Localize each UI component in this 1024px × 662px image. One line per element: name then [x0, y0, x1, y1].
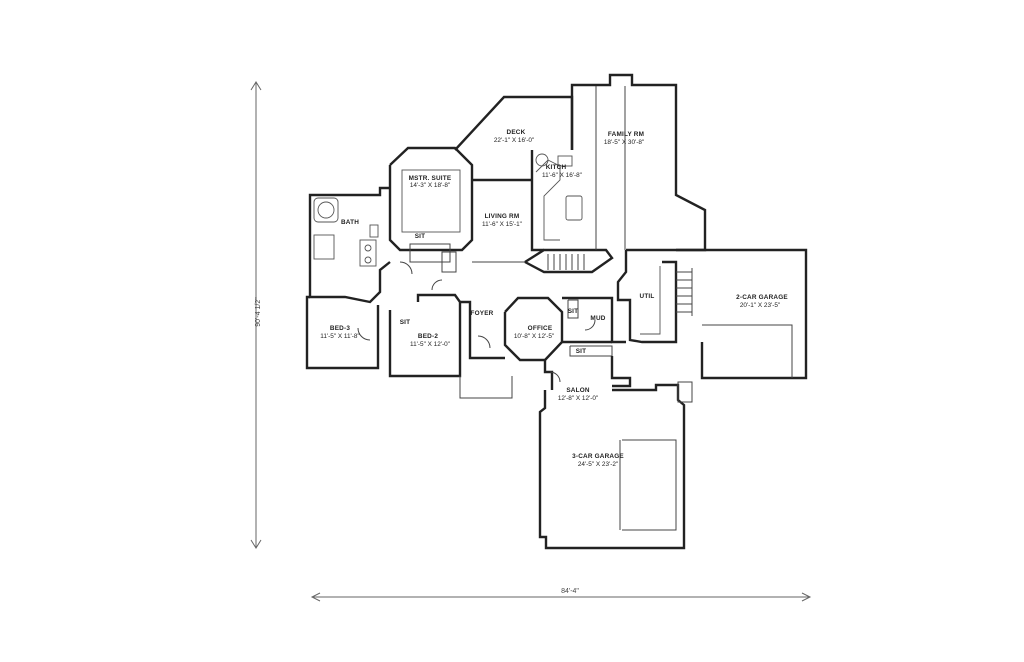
door-swing — [584, 319, 596, 331]
exterior-walls — [305, 73, 808, 550]
foyer-label: FOYER — [470, 310, 493, 317]
bed2-label: BED-2 — [418, 333, 438, 340]
master-closet — [409, 243, 451, 263]
overall-depth-label: 90'-4 1/2" — [255, 297, 262, 327]
kitchen-label: KITCH — [546, 164, 567, 171]
stair-outline — [524, 248, 614, 274]
door-swing — [477, 335, 491, 349]
bath-label: BATH — [341, 219, 359, 226]
foyer-outline — [460, 300, 505, 360]
bed3-label: BED-3 — [330, 325, 350, 332]
two-car-garage-outline — [676, 248, 808, 380]
shower — [313, 234, 335, 260]
porch-outline — [459, 376, 513, 399]
three-car-garage-outline — [538, 383, 686, 550]
master-suite-label: MSTR. SUITE — [409, 175, 452, 182]
bed3-outline — [305, 295, 380, 370]
salon-label: SALON — [566, 387, 590, 394]
bath-outline — [308, 186, 391, 304]
mud-upper-closet-label: SIT — [568, 308, 579, 315]
three-car-garage-label: 3-CAR GARAGE — [572, 453, 624, 460]
door-swing — [399, 261, 413, 275]
util-label: UTIL — [640, 293, 655, 300]
overall-width-label: 84'-4" — [561, 588, 579, 595]
living-room-label: LIVING RM — [485, 213, 520, 220]
mud-outline — [562, 296, 626, 344]
toilet — [369, 224, 379, 238]
master-suite-size: 14'-3" X 18'-8" — [410, 182, 450, 189]
kitchen-outline — [530, 150, 544, 252]
salon-size: 12'-8" X 12'-0" — [558, 395, 598, 402]
office-size: 10'-8" X 12'-5" — [514, 333, 554, 340]
family-room-outline — [570, 73, 707, 252]
mud-label: MUD — [590, 315, 605, 322]
stair-treads — [547, 254, 585, 270]
door-swing — [357, 327, 371, 341]
family-room-size: 18'-5" X 30'-8" — [604, 139, 644, 146]
family-room-label: FAMILY RM — [608, 131, 644, 138]
two-car-garage-label: 2-CAR GARAGE — [736, 294, 788, 301]
fixtures — [313, 86, 693, 530]
bed2-size: 11'-5" X 12'-0" — [410, 341, 450, 348]
door-swing — [549, 371, 561, 383]
room-labels: DECK 22'-1" X 16'-0" FAMILY RM 18'-5" X … — [320, 129, 788, 468]
living-room-size: 11'-6" X 15'-1" — [482, 221, 522, 228]
util-outline — [616, 250, 678, 344]
bed3-size: 11'-5" X 11'-8" — [320, 333, 359, 340]
deck-label: DECK — [507, 129, 526, 136]
bathtub — [313, 197, 339, 223]
master-tray-ceiling — [401, 169, 461, 233]
mud-lower-closet-label: SIT — [576, 348, 587, 355]
kitchen-size: 11'-6" X 16'-8" — [542, 172, 582, 179]
util-counter — [640, 266, 661, 335]
bed2-closet-label: SIT — [400, 319, 411, 326]
door-swing — [431, 279, 443, 291]
master-closet-label: SIT — [415, 233, 426, 240]
depth-dimension: 90'-4 1/2" — [250, 81, 262, 549]
width-dimension: 84'-4" — [310, 588, 812, 602]
salon-outline — [543, 360, 554, 390]
office-label: OFFICE — [528, 325, 553, 332]
two-car-garage-size: 20'-1" X 23'-5" — [740, 302, 780, 309]
deck-size: 22'-1" X 16'-0" — [494, 137, 534, 144]
master-suite-outline — [388, 146, 474, 252]
three-car-garage-size: 24'-5" X 23'-2" — [578, 461, 618, 468]
kitchen-island — [565, 195, 583, 221]
vanity — [359, 239, 377, 267]
garage-stair-treads — [676, 268, 693, 316]
